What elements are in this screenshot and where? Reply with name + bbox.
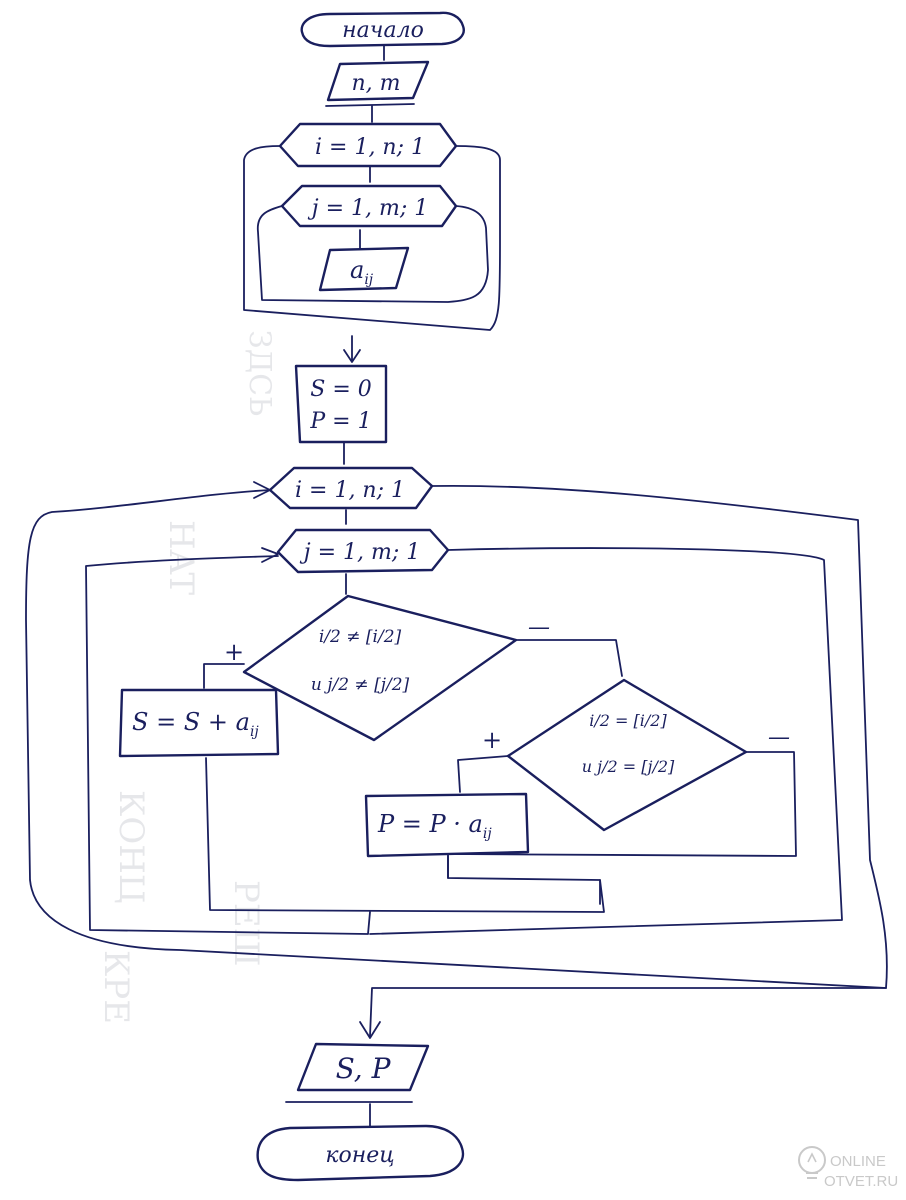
init-block: S = 0 P = 1 — [294, 364, 388, 444]
decision-2-minus: — — [768, 725, 790, 750]
svg-text:КРЕ: КРЕ — [96, 950, 136, 1024]
decision-1-line1: i/2 ≠ [i/2] — [319, 627, 402, 647]
init-p-label: P = 1 — [309, 409, 371, 434]
decision-2: i/2 = [i/2] и j/2 = [j/2] + — — [482, 678, 790, 832]
watermark-line1: ONLINE — [830, 1153, 886, 1170]
init-s-label: S = 0 — [310, 377, 372, 402]
loop-j-process-return — [85, 555, 371, 935]
output-label: S, P — [336, 1052, 392, 1085]
loop-j-process-label: j = 1, m; 1 — [299, 540, 421, 565]
decision-2-line1: i/2 = [i/2] — [589, 711, 667, 730]
watermark-line2: OTVET.RU — [824, 1173, 898, 1190]
input-a-block: aij — [318, 246, 410, 292]
loop-j-input-label: j = 1, m; 1 — [307, 196, 429, 221]
input-nm-label: n, m — [351, 71, 400, 96]
decision-2-plus: + — [482, 726, 502, 754]
decision-1-plus: + — [224, 638, 244, 666]
loop-i-input-return — [243, 145, 501, 331]
loop-i-process-label: i = 1, n; 1 — [295, 478, 405, 503]
end-label: конец — [325, 1143, 394, 1168]
loop-i-process-return — [25, 484, 888, 989]
loop-j-process-block: j = 1, m; 1 — [276, 528, 450, 574]
end-terminator: конец — [256, 1124, 465, 1182]
svg-text:HAT: HAT — [161, 520, 201, 595]
decision-1: i/2 ≠ [i/2] и j/2 ≠ [j/2] + — — [224, 594, 550, 742]
action-prod-label: P = P · aij — [377, 810, 492, 842]
paper-bleed-through: ЗДСЬ HAT КОНЦ КРЕ РЕШ — [96, 330, 277, 1024]
decision-1-minus: — — [528, 615, 550, 640]
action-prod-block: P = P · aij — [364, 792, 530, 858]
svg-text:ЗДСЬ: ЗДСЬ — [242, 330, 277, 416]
loop-i-input-label: i = 1, n; 1 — [315, 135, 425, 160]
lightbulb-icon — [798, 1146, 826, 1179]
loop-i-process-block: i = 1, n; 1 — [268, 466, 434, 510]
svg-text:КОНЦ: КОНЦ — [111, 790, 151, 904]
output-block: S, P — [285, 1042, 430, 1103]
start-label: начало — [342, 18, 424, 43]
input-a-label: aij — [350, 256, 374, 288]
input-nm-block: n, m — [325, 60, 430, 107]
decision-1-line2: и j/2 ≠ [j/2] — [311, 675, 410, 695]
loop-j-input-block: j = 1, m; 1 — [280, 184, 458, 228]
loop-i-input-block: i = 1, n; 1 — [278, 122, 458, 168]
loop-j-input-return — [256, 205, 489, 303]
start-terminator: начало — [300, 11, 465, 48]
action-sum-block: S = S + aij — [118, 688, 280, 758]
action-sum-label: S = S + aij — [132, 708, 259, 740]
watermark: ONLINE OTVET.RU — [798, 1146, 898, 1190]
decision-2-line2: и j/2 = [j/2] — [582, 757, 675, 776]
